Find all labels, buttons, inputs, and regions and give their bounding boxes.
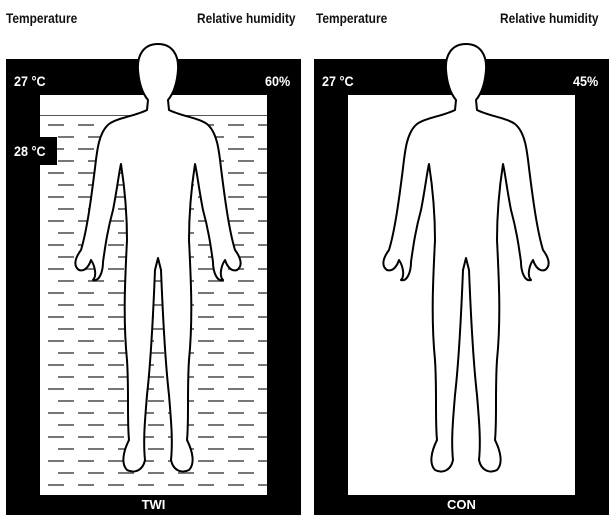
con-air-temperature: 27 °C: [314, 67, 365, 95]
twi-label: TWI: [6, 497, 301, 512]
right-temperature-header: Temperature: [316, 10, 387, 26]
con-relative-humidity: 45%: [565, 67, 609, 95]
right-humidity-header: Relative humidity: [500, 10, 599, 26]
con-human-body-outline: [381, 40, 551, 485]
twi-water-temperature: 28 °C: [6, 137, 57, 165]
twi-relative-humidity: 60%: [257, 67, 301, 95]
twi-human-body-outline: [73, 40, 243, 485]
left-humidity-header: Relative humidity: [197, 10, 296, 26]
twi-air-temperature: 27 °C: [6, 67, 57, 95]
con-label: CON: [314, 497, 609, 512]
left-temperature-header: Temperature: [6, 10, 77, 26]
